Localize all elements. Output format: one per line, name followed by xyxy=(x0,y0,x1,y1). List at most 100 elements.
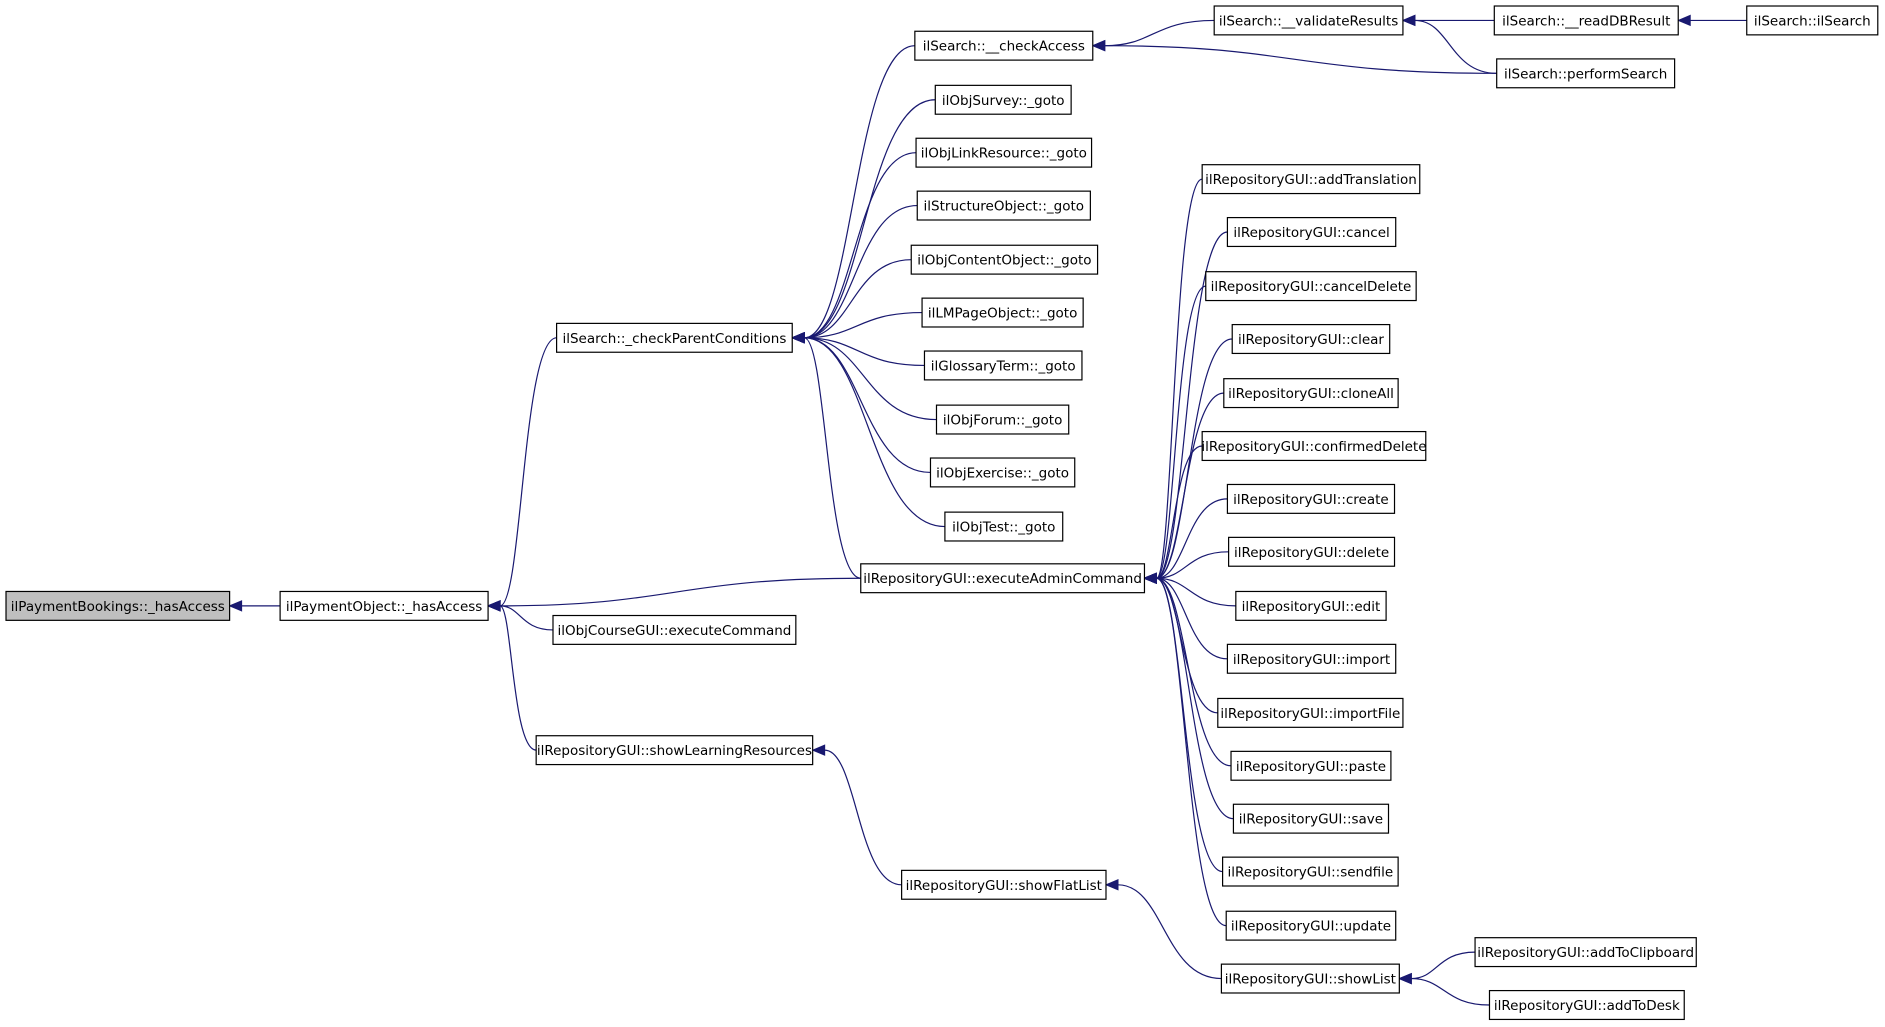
edge-line xyxy=(804,259,912,339)
node-label: ilObjCourseGUI::executeCommand xyxy=(557,623,791,639)
edge-line xyxy=(804,337,945,528)
node-ilobjforum-goto[interactable]: ilObjForum::_goto xyxy=(935,404,1070,435)
node-ilpaymentobject-hasaccess[interactable]: ilPaymentObject::_hasAccess xyxy=(279,590,489,621)
node-label: ilSearch::performSearch xyxy=(1504,66,1667,82)
edge-line xyxy=(1156,231,1228,579)
node-ilrepositorygui-showlearningresources[interactable]: ilRepositoryGUI::showLearningResources xyxy=(535,735,814,766)
node-ilrepositorygui-addtoclipboard[interactable]: ilRepositoryGUI::addToClipboard xyxy=(1474,937,1697,968)
node-ilrepositorygui-delete[interactable]: ilRepositoryGUI::delete xyxy=(1228,536,1396,567)
edge-arrowhead xyxy=(1104,879,1119,891)
node-ilrepositorygui-executeadmincommand[interactable]: ilRepositoryGUI::executeAdminCommand xyxy=(860,563,1146,594)
edge-n0-n1 xyxy=(228,600,281,612)
node-label: ilSearch::__validateResults xyxy=(1219,13,1398,29)
node-label: ilLMPageObject::_goto xyxy=(928,306,1078,322)
node-label: ilStructureObject::_goto xyxy=(924,199,1085,215)
node-ilobjcoursegui-executecommand[interactable]: ilObjCourseGUI::executeCommand xyxy=(552,614,797,645)
node-label: ilRepositoryGUI::cancelDelete xyxy=(1211,279,1412,295)
edge-arrowhead xyxy=(1676,14,1691,27)
node-ilrepositorygui-confirmeddelete[interactable]: ilRepositoryGUI::confirmedDelete xyxy=(1201,430,1427,462)
node-label: ilSearch::__checkAccess xyxy=(923,39,1085,55)
edge-arrowhead xyxy=(228,600,243,612)
node-ilrepositorygui-showlist[interactable]: ilRepositoryGUI::showList xyxy=(1220,963,1400,994)
edge-line xyxy=(1155,285,1206,579)
node-label: ilRepositoryGUI::addTranslation xyxy=(1205,172,1417,188)
edge-line xyxy=(1414,19,1497,74)
edge-line xyxy=(804,45,915,339)
edge-line xyxy=(500,577,861,607)
edge-line xyxy=(804,311,923,339)
node-ilglossaryterm-goto[interactable]: ilGlossaryTerm::_goto xyxy=(923,350,1083,381)
node-ilobjexercise-goto[interactable]: ilObjExercise::_goto xyxy=(929,457,1076,488)
edge-n1-n3 xyxy=(486,577,861,612)
node-label: ilRepositoryGUI::addToClipboard xyxy=(1477,945,1694,961)
call-edges xyxy=(228,14,1747,1006)
edge-line xyxy=(1156,445,1203,579)
node-ilobjcontentobject-goto[interactable]: ilObjContentObject::_goto xyxy=(910,244,1099,275)
node-ilpaymentbookings-hasaccess[interactable]: ilPaymentBookings::_hasAccess xyxy=(5,590,231,621)
node-box xyxy=(934,84,1072,115)
node-ilsearch-ilsearch[interactable]: ilSearch::ilSearch xyxy=(1746,5,1879,36)
edge-line xyxy=(1411,977,1490,1006)
node-ilrepositorygui-paste[interactable]: ilRepositoryGUI::paste xyxy=(1230,750,1392,781)
node-ilrepositorygui-save[interactable]: ilRepositoryGUI::save xyxy=(1232,803,1390,834)
edge-arrowhead xyxy=(1143,572,1157,584)
node-label: ilRepositoryGUI::showLearningResources xyxy=(537,743,812,759)
node-box xyxy=(1226,643,1397,674)
node-ilrepositorygui-cloneall[interactable]: ilRepositoryGUI::cloneAll xyxy=(1223,378,1399,409)
node-label: ilSearch::__readDBResult xyxy=(1502,13,1670,29)
node-ilstructureobject-goto[interactable]: ilStructureObject::_goto xyxy=(916,190,1091,221)
node-ilrepositorygui-edit[interactable]: ilRepositoryGUI::edit xyxy=(1235,590,1387,621)
node-ilrepositorygui-create[interactable]: ilRepositoryGUI::create xyxy=(1226,483,1396,514)
edge-line xyxy=(1411,951,1476,980)
node-label: ilRepositoryGUI::delete xyxy=(1234,545,1389,561)
node-ilrepositorygui-importfile[interactable]: ilRepositoryGUI::importFile xyxy=(1217,697,1404,728)
node-ilrepositorygui-addtodesk[interactable]: ilRepositoryGUI::addToDesk xyxy=(1488,989,1685,1021)
node-ilsearch-checkaccess[interactable]: ilSearch::__checkAccess xyxy=(914,30,1094,61)
edge-line xyxy=(1156,392,1224,579)
edge-line xyxy=(804,337,937,421)
edge-line xyxy=(499,605,537,751)
node-ilsearch-readdbresult[interactable]: ilSearch::__readDBResult xyxy=(1493,5,1679,36)
node-ilobjtest-goto[interactable]: ilObjTest::_goto xyxy=(944,511,1064,542)
edge-line xyxy=(804,152,917,339)
node-ilsearch-checkparentconditions[interactable]: ilSearch::_checkParentConditions xyxy=(556,322,793,353)
edge-line xyxy=(1156,577,1218,714)
node-ilrepositorygui-showflatlist[interactable]: ilRepositoryGUI::showFlatList xyxy=(901,869,1107,900)
node-illmpageobject-goto[interactable]: ilLMPageObject::_goto xyxy=(921,297,1084,328)
node-box xyxy=(1230,750,1392,781)
node-ilrepositorygui-sendfile[interactable]: ilRepositoryGUI::sendfile xyxy=(1222,856,1399,887)
edge-arrowhead xyxy=(811,744,826,756)
node-box xyxy=(916,190,1091,221)
node-ilsearch-performsearch[interactable]: ilSearch::performSearch xyxy=(1496,58,1676,89)
node-box xyxy=(1232,803,1390,834)
node-label: ilRepositoryGUI::showFlatList xyxy=(906,878,1102,894)
node-label: ilRepositoryGUI::confirmedDelete xyxy=(1201,439,1426,455)
node-label: ilRepositoryGUI::addToDesk xyxy=(1494,998,1680,1014)
edge-n3-n27 xyxy=(1143,338,1233,584)
node-label: ilRepositoryGUI::update xyxy=(1231,919,1391,935)
edge-n3-n38 xyxy=(1143,572,1227,927)
node-label: ilRepositoryGUI::create xyxy=(1233,492,1389,508)
edge-n3-n28 xyxy=(1143,392,1224,584)
node-ilrepositorygui-canceldelete[interactable]: ilRepositoryGUI::cancelDelete xyxy=(1205,271,1417,302)
node-label: ilRepositoryGUI::cancel xyxy=(1233,225,1389,241)
node-ilobjsurvey-goto[interactable]: ilObjSurvey::_goto xyxy=(934,84,1072,115)
node-box xyxy=(921,297,1084,328)
node-ilrepositorygui-update[interactable]: ilRepositoryGUI::update xyxy=(1225,910,1397,941)
node-box xyxy=(1220,963,1400,994)
node-box xyxy=(1205,271,1417,302)
node-box xyxy=(1493,5,1679,36)
node-ilrepositorygui-addtranslation[interactable]: ilRepositoryGUI::addTranslation xyxy=(1201,164,1421,195)
edge-n1-n5 xyxy=(486,600,537,751)
node-ilsearch-validateresults[interactable]: ilSearch::__validateResults xyxy=(1213,5,1404,36)
node-label: ilRepositoryGUI::paste xyxy=(1236,759,1386,775)
node-ilrepositorygui-cancel[interactable]: ilRepositoryGUI::cancel xyxy=(1226,216,1397,248)
node-box xyxy=(552,614,797,645)
node-label: ilObjForum::_goto xyxy=(943,413,1062,429)
node-ilobjlinkresource-goto[interactable]: ilObjLinkResource::_goto xyxy=(915,137,1093,168)
edge-line xyxy=(1104,45,1497,74)
node-box xyxy=(1225,910,1397,941)
node-ilrepositorygui-clear[interactable]: ilRepositoryGUI::clear xyxy=(1231,323,1391,355)
node-ilrepositorygui-import[interactable]: ilRepositoryGUI::import xyxy=(1226,643,1397,674)
